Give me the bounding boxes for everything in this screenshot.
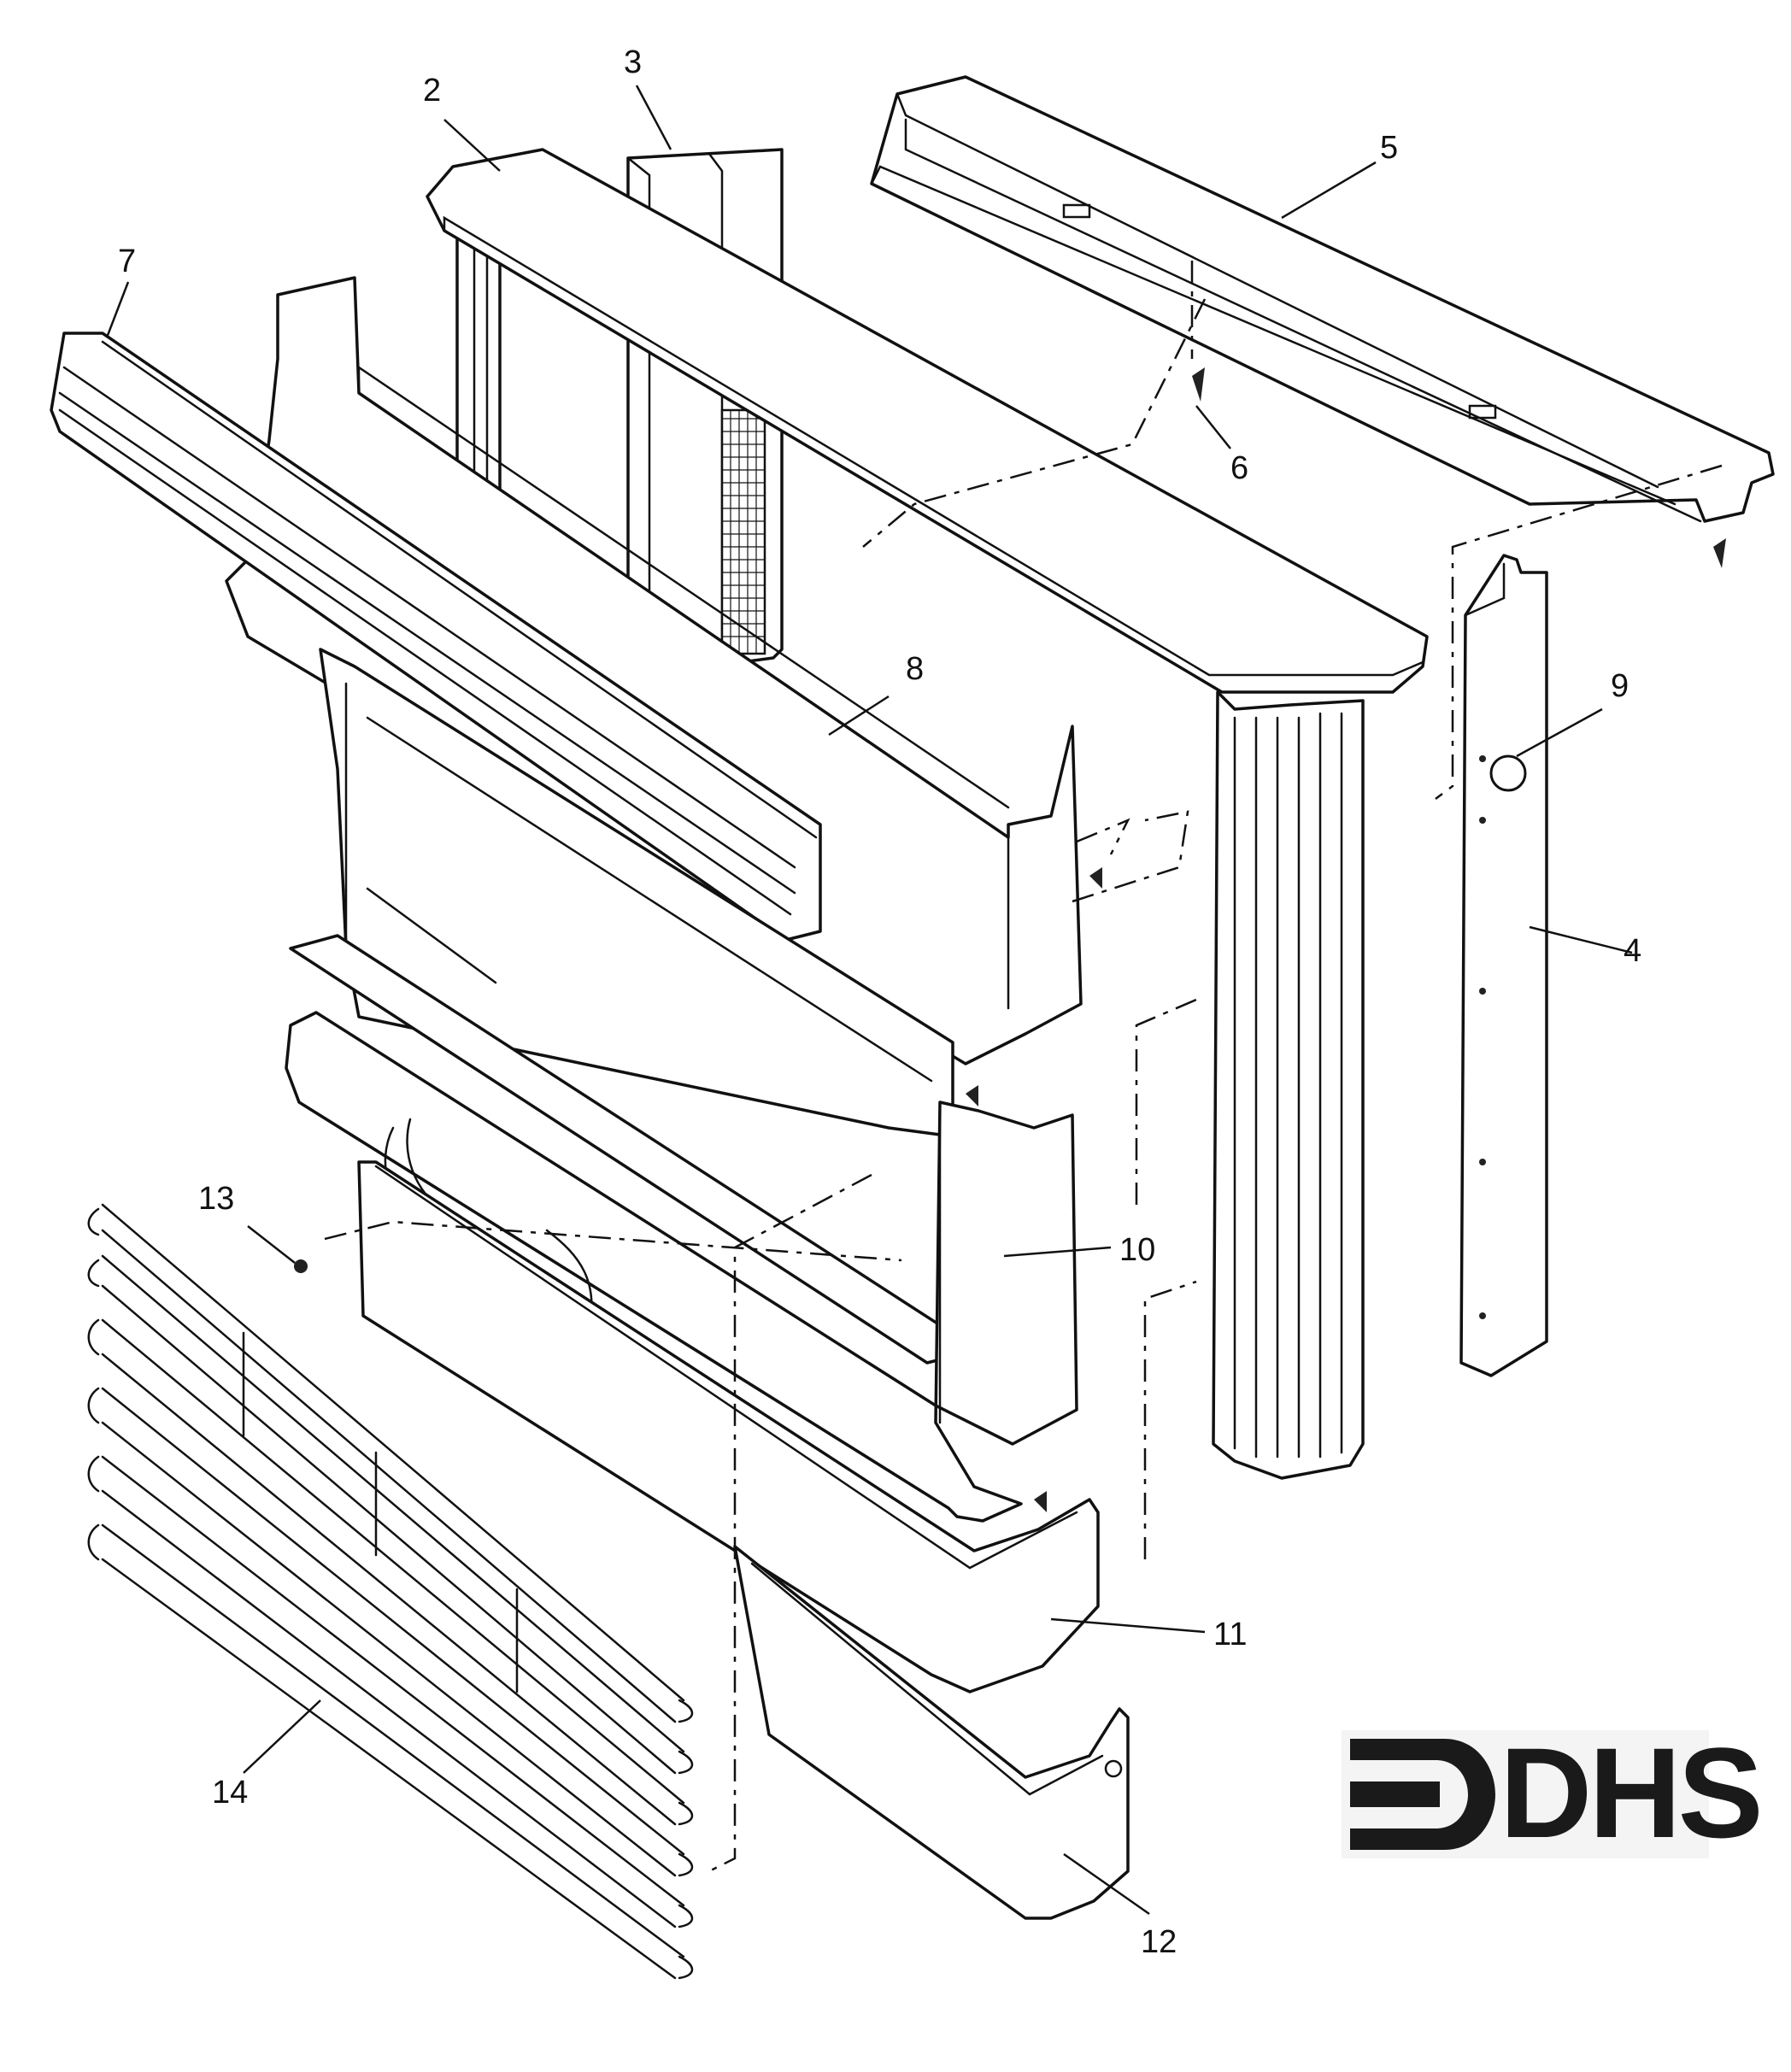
part-7-top-grille: [50, 332, 822, 942]
logo-text: DHS: [1500, 1721, 1760, 1864]
callout-14: 14: [212, 1775, 248, 1811]
callout-5: 5: [1380, 130, 1398, 166]
right-fluted-leg: [1212, 690, 1365, 1480]
callout-7: 7: [118, 244, 136, 279]
callout-11: 11: [1213, 1617, 1247, 1652]
callout-12: 12: [1141, 1924, 1177, 1960]
callout-4: 4: [1624, 933, 1641, 969]
dhs-logo: DHS: [1342, 1721, 1764, 1864]
callout-8: 8: [906, 651, 924, 687]
fastener-screws: [294, 367, 1726, 1512]
callout-6: 6: [1230, 450, 1248, 486]
firebox-frame: [289, 648, 980, 1365]
callout-leaders: [105, 85, 1633, 1916]
part-4-side-upright: [1459, 554, 1548, 1377]
part-11-ash-lip: [357, 1160, 1100, 1693]
part-14-wire-grille: [87, 1203, 694, 1980]
callout-13: 13: [198, 1181, 234, 1217]
part-8-back-panel: [225, 276, 1083, 1065]
part-12-lower-skirt: [733, 1545, 1130, 1920]
part-5-rear-rail: [870, 75, 1775, 523]
callout-2: 2: [423, 73, 441, 109]
alignment-lines: [324, 261, 1723, 1873]
callout-labels: 2 3 4 5 6 7 8 9 10 11 12 13 14: [118, 44, 1641, 1960]
callout-10: 10: [1119, 1232, 1155, 1268]
callout-9: 9: [1611, 668, 1629, 704]
callout-3: 3: [624, 44, 642, 80]
